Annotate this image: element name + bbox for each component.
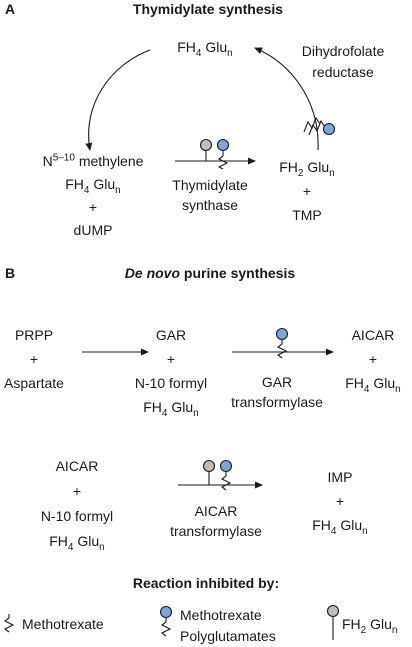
dhfr-line-1: Dihydrofolate: [301, 43, 385, 59]
ts-fh2-inhibitor-pin: [199, 138, 213, 161]
gar-mtx-polyglutamate-inhibitor: [275, 327, 289, 359]
legend-mtx-polyglutamate-symbol: [159, 605, 173, 637]
legend-mtx-polyglutamates-label: Methotrexate Polyglutamates: [180, 605, 276, 647]
aicar-label: AICAR: [55, 458, 99, 474]
aspartate-label: Aspartate: [4, 375, 64, 391]
panel-a-letter: A: [5, 1, 16, 17]
ts-line-2: synthase: [181, 197, 239, 213]
plus-sign: +: [166, 351, 176, 367]
aicar-transformylase-label: AICAR transformylase: [156, 503, 276, 540]
n510-methylene-node: N5–10 methylene FH4 Glun + dUMP: [18, 150, 168, 242]
aicar-product-node: AICAR + FH4 Glun: [334, 323, 412, 395]
fh4-glun-left: FH4 Glun: [65, 176, 121, 196]
plus-sign: +: [368, 351, 378, 367]
plus-sign: +: [302, 183, 312, 199]
fh4-glun-label: FH4 Glun: [345, 375, 401, 395]
aicar-fh2-inhibitor-pin: [202, 459, 216, 485]
fh4-glun-top: FH4 Glun: [177, 39, 233, 59]
panel-b-title: De novo purine synthesis: [124, 265, 296, 281]
dhfr-line-2: reductase: [312, 64, 374, 80]
imp-label: IMP: [327, 469, 353, 485]
fh4-glun-label: FH4 Glun: [312, 517, 368, 537]
n510-methylene-label: N5–10 methylene: [42, 152, 144, 169]
imp-node: IMP + FH4 Glun: [295, 465, 385, 537]
thymidylate-synthase-label: Thymidylate synthase: [150, 177, 270, 214]
gar-enzyme-line-2: transformylase: [231, 394, 323, 410]
ts-line-1: Thymidylate: [172, 177, 248, 193]
panel-b-letter: B: [5, 265, 16, 281]
plus-sign: +: [88, 199, 98, 215]
plus-sign: +: [29, 351, 39, 367]
plus-sign: +: [335, 493, 345, 509]
cycle-arrow-left: [85, 49, 151, 151]
gar-enzyme-line-1: GAR: [261, 374, 293, 390]
prpp-aspartate-node: PRPP + Aspartate: [0, 323, 68, 395]
fh4-glun-label: FH4 Glun: [49, 533, 105, 553]
aicar-enzyme-line-1: AICAR: [194, 503, 238, 519]
cycle-arrow-right: [254, 47, 319, 151]
fh2-tmp-node: FH2 Glun + TMP: [262, 155, 352, 227]
prpp-label: PRPP: [14, 327, 54, 343]
gar-label: GAR: [155, 327, 187, 343]
aicar-substrate-node: AICAR + N-10 formyl FH4 Glun: [22, 454, 132, 554]
aicar-label: AICAR: [351, 327, 395, 343]
aicar-mtx-polyglutamate-inhibitor: [219, 459, 233, 491]
legend-methotrexate-symbol: [3, 614, 15, 633]
legend-mtx-line-1: Methotrexate: [180, 607, 262, 623]
panel-a-title: Thymidylate synthesis: [132, 1, 284, 17]
dump-label: dUMP: [73, 222, 113, 238]
legend-fh2-pin-symbol: [326, 604, 340, 640]
ts-mtx-polyglutamate-inhibitor: [216, 138, 230, 170]
legend-mtx-line-2: Polyglutamates: [180, 628, 276, 644]
dhfr-mtx-polyglutamate-inhibitor: [308, 119, 336, 136]
legend-title: Reaction inhibited by:: [132, 575, 280, 591]
legend-methotrexate-label: Methotrexate: [22, 616, 104, 632]
n10-formyl-label: N-10 formyl: [40, 508, 114, 524]
legend-fh2-glun-label: FH2 Glun: [342, 616, 398, 636]
fh4-glun-label: FH4 Glun: [143, 399, 199, 419]
gar-node: GAR + N-10 formyl FH4 Glun: [121, 323, 221, 419]
plus-sign: +: [72, 483, 82, 499]
fh2-glun-right: FH2 Glun: [279, 159, 335, 179]
gar-transformylase-label: GAR transformylase: [222, 374, 332, 411]
tmp-label: TMP: [292, 207, 322, 223]
dihydrofolate-reductase-label: Dihydrofolate reductase: [283, 43, 403, 81]
aicar-enzyme-line-2: transformylase: [170, 523, 262, 539]
n10-formyl-label: N-10 formyl: [134, 375, 208, 391]
